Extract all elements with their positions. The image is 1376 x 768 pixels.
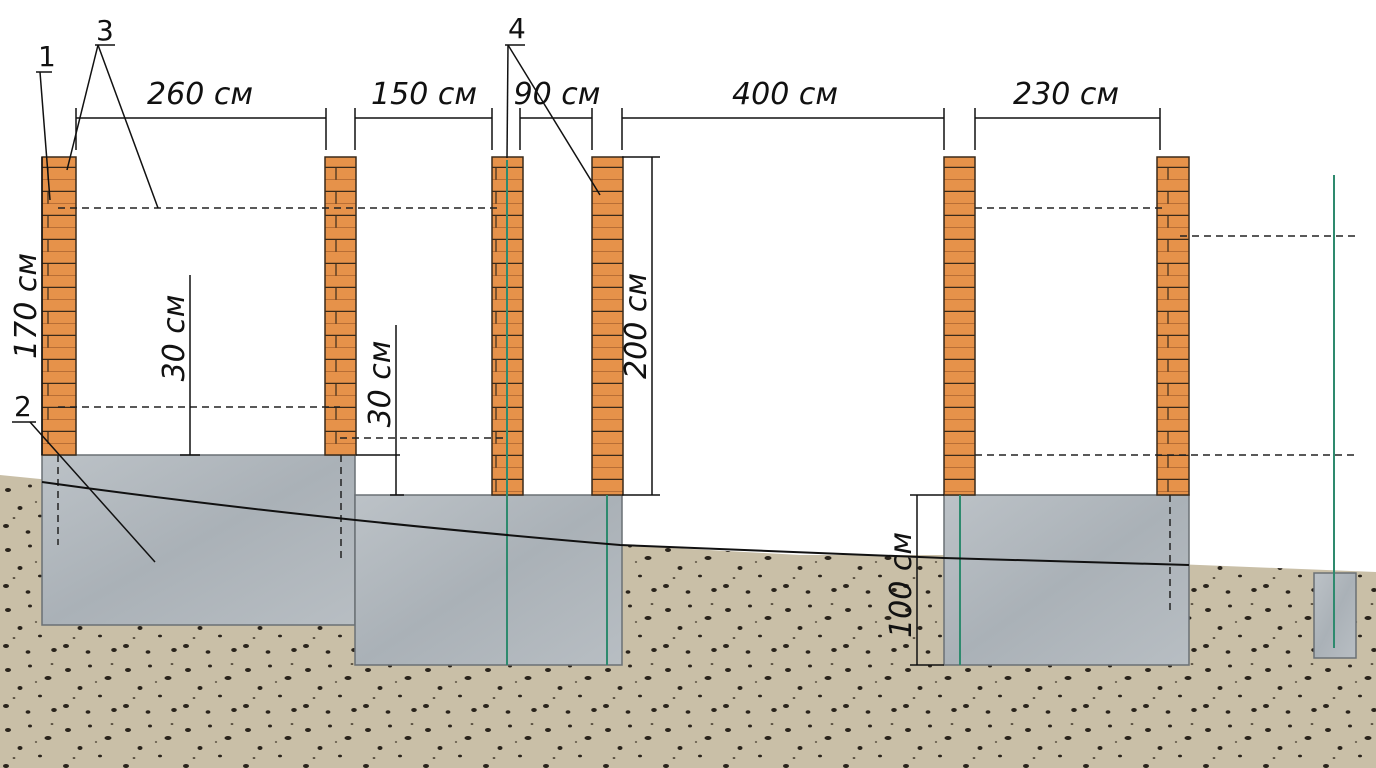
- dimension-span-5: 230 см: [1013, 77, 1119, 112]
- brick-pillar-2: [324, 156, 357, 456]
- callout-1-label: 1: [38, 40, 56, 73]
- callout-2-label: 2: [14, 390, 32, 423]
- brick-pillar-5: [943, 156, 976, 496]
- dimension-step-30-a: 30 см: [157, 295, 192, 382]
- dimension-span-1: 260 см: [147, 77, 253, 112]
- callout-3-label: 3: [96, 14, 114, 47]
- dimension-step-30-b: 30 см: [363, 341, 398, 428]
- vertical-dimensions: [41, 156, 944, 666]
- horizontal-dimensions: [75, 108, 1161, 150]
- rebar-lines: [506, 160, 1335, 665]
- dimension-height-170: 170 см: [9, 253, 44, 359]
- ground-profile-line: [41, 481, 1190, 566]
- callout-4-label: 4: [508, 12, 526, 45]
- dimension-span-4: 400 см: [732, 77, 838, 112]
- dimension-span-3: 90 см: [514, 77, 601, 112]
- brick-pillar-1: [41, 156, 77, 456]
- hidden-lines: [57, 207, 1356, 615]
- foundation-block-1: [41, 454, 356, 626]
- brick-pillar-4: [591, 156, 624, 496]
- brick-pillar-6: [1156, 156, 1190, 496]
- callout-leaders: [12, 44, 601, 563]
- foundation-block-3: [943, 494, 1190, 666]
- dimension-height-200: 200 см: [619, 273, 654, 379]
- dimension-depth-100: 100 см: [884, 532, 919, 638]
- dimension-span-2: 150 см: [371, 77, 477, 112]
- foundation-block-2: [354, 494, 623, 666]
